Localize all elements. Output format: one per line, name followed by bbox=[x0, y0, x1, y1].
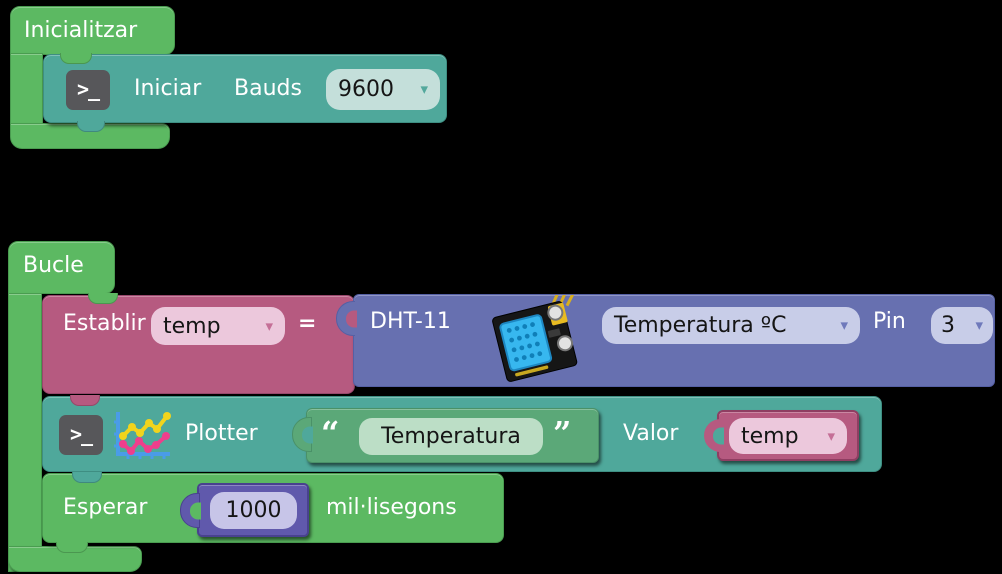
loop-block[interactable]: Bucle bbox=[8, 241, 115, 294]
pin-label: Pin bbox=[873, 309, 906, 334]
text-input-value: Temperatura bbox=[381, 424, 521, 449]
init-block-label: Inicialitzar bbox=[24, 18, 138, 43]
number-input-value: 1000 bbox=[225, 498, 282, 523]
baud-dropdown-value: 9600 bbox=[338, 77, 394, 102]
terminal-glyph: >_ bbox=[69, 422, 93, 446]
wait-label: Esperar bbox=[63, 495, 148, 520]
text-input-field[interactable]: Temperatura bbox=[359, 418, 543, 455]
variable-value-block[interactable]: temp ▾ bbox=[717, 410, 859, 461]
terminal-icon: >_ bbox=[59, 415, 103, 455]
variable-dropdown-value: temp bbox=[741, 423, 799, 449]
dropdown-arrow-icon: ▾ bbox=[975, 316, 983, 334]
dht11-sensor-image bbox=[492, 295, 579, 382]
init-block-spine bbox=[10, 53, 43, 125]
set-variable-block[interactable]: Establir temp ▾ = bbox=[42, 295, 355, 394]
value-label: Valor bbox=[623, 421, 679, 446]
measure-dropdown[interactable]: Temperatura ºC ▾ bbox=[602, 307, 860, 344]
init-statement-notch bbox=[60, 53, 92, 64]
wait-block[interactable]: Esperar 1000 mil·lisegons bbox=[42, 473, 504, 543]
text-block-left-tab bbox=[292, 417, 312, 452]
measure-dropdown-value: Temperatura ºC bbox=[614, 313, 787, 338]
terminal-glyph: >_ bbox=[76, 77, 100, 101]
serial-plotter-block[interactable]: >_ Plotter “ Temperatura ” Valor tem bbox=[42, 396, 882, 472]
dropdown-arrow-icon: ▾ bbox=[265, 316, 273, 335]
wait-block-bottom-tab bbox=[56, 542, 88, 553]
text-string-block[interactable]: “ Temperatura ” bbox=[306, 408, 599, 463]
baud-label: Bauds bbox=[234, 76, 302, 101]
number-input-field[interactable]: 1000 bbox=[210, 492, 297, 529]
equals-sign: = bbox=[298, 311, 317, 336]
number-value-block[interactable]: 1000 bbox=[197, 483, 309, 537]
plotter-label: Plotter bbox=[185, 421, 258, 446]
init-block[interactable]: Inicialitzar bbox=[10, 6, 175, 55]
variable-dropdown[interactable]: temp ▾ bbox=[729, 418, 847, 454]
pin-dropdown[interactable]: 3 ▾ bbox=[931, 307, 993, 344]
dht11-label: DHT-11 bbox=[370, 309, 451, 334]
close-quote: ” bbox=[553, 414, 572, 452]
loop-block-label: Bucle bbox=[23, 253, 84, 278]
milliseconds-label: mil·lisegons bbox=[326, 495, 457, 520]
terminal-icon: >_ bbox=[66, 70, 110, 110]
baud-dropdown[interactable]: 9600 ▾ bbox=[326, 69, 440, 110]
open-quote: “ bbox=[321, 414, 340, 452]
dropdown-arrow-icon: ▾ bbox=[827, 426, 835, 445]
dropdown-arrow-icon: ▾ bbox=[420, 80, 428, 98]
serial-begin-label: Iniciar bbox=[134, 76, 202, 101]
number-block-left-tab bbox=[180, 493, 200, 528]
plotter-chart-icon bbox=[114, 412, 171, 459]
dht11-sensor-block[interactable]: DHT-11 T bbox=[353, 294, 995, 387]
serial-begin-block[interactable]: >_ Iniciar Bauds 9600 ▾ bbox=[43, 54, 447, 123]
loop-block-spine bbox=[8, 293, 42, 572]
variable-block-left-tab bbox=[704, 419, 722, 452]
set-variable-label: Establir bbox=[63, 311, 146, 336]
set-block-bottom-tab bbox=[70, 395, 100, 406]
serial-bottom-tab bbox=[77, 121, 105, 132]
variable-dropdown[interactable]: temp ▾ bbox=[151, 307, 285, 345]
plotter-block-bottom-tab bbox=[72, 472, 102, 483]
pin-dropdown-value: 3 bbox=[941, 313, 955, 338]
loop-statement-notch bbox=[88, 293, 118, 304]
dropdown-arrow-icon: ▾ bbox=[840, 316, 848, 334]
variable-dropdown-value: temp bbox=[163, 313, 221, 339]
